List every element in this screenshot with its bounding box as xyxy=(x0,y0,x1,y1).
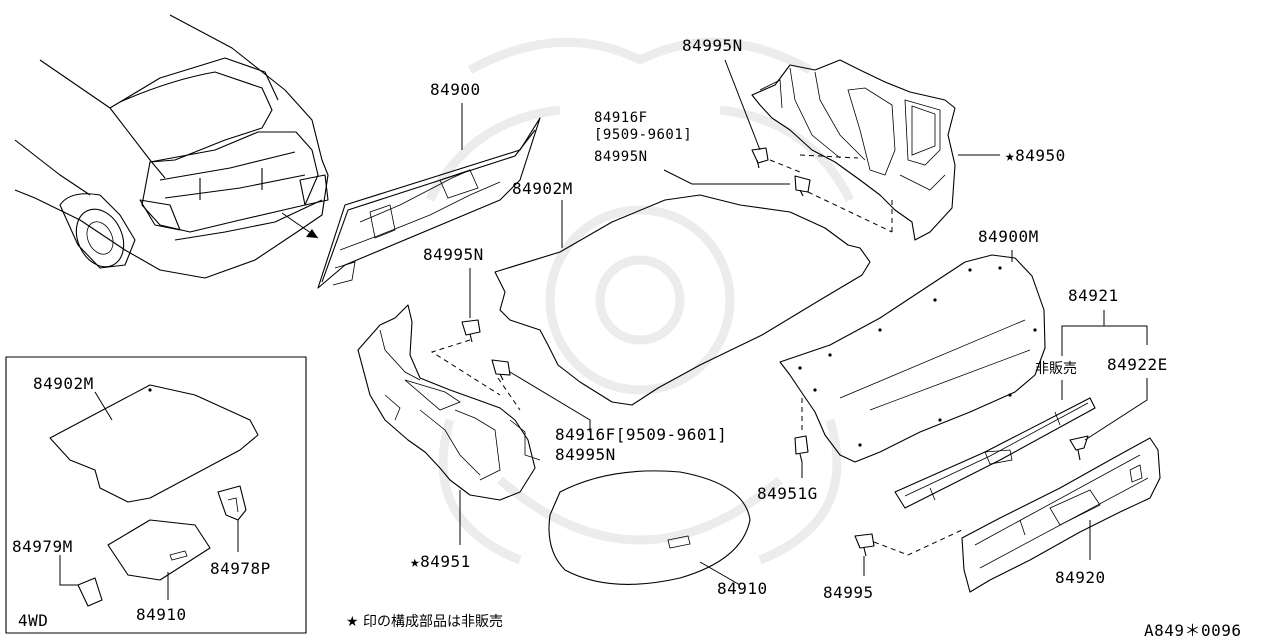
inset-label-84902m: 84902M xyxy=(33,374,94,393)
part-84910-cover xyxy=(548,470,751,585)
diagram-code: A849＊0096 xyxy=(1144,621,1242,638)
footer-note: ★ 印の構成部品は非販売 xyxy=(346,614,503,630)
label-84920: 84920 xyxy=(1055,568,1106,587)
label-84916f-top: 84916F xyxy=(594,110,648,126)
inset-4wd xyxy=(5,356,307,634)
label-not-for-sale: 非販売 xyxy=(1035,361,1077,377)
label-84995: 84995 xyxy=(823,583,874,602)
part-84950-side-trim xyxy=(751,59,956,241)
part-84900-shelf xyxy=(317,117,541,289)
inset-label-84978p: 84978P xyxy=(210,559,271,578)
part-84900m-lid-trim xyxy=(779,254,1046,463)
label-84950: ★84950 xyxy=(1005,146,1066,165)
label-84995n-low: 84995N xyxy=(555,445,616,464)
clip-84995n-top xyxy=(751,147,769,169)
inset-label-84910: 84910 xyxy=(136,605,187,624)
clip-84922e xyxy=(1069,435,1089,461)
part-84920-rear-trim xyxy=(961,437,1161,593)
label-84995n-left: 84995N xyxy=(423,245,484,264)
label-84995n-top: 84995N xyxy=(682,36,743,55)
clip-84995n-left xyxy=(461,319,481,343)
inset-label-84979m: 84979M xyxy=(12,537,73,556)
label-84900: 84900 xyxy=(430,80,481,99)
part-84921-finisher xyxy=(894,397,1096,509)
clip-84916f-top xyxy=(794,175,811,197)
label-84951g: 84951G xyxy=(757,484,818,503)
label-84916f-top-range: [9509-9601] xyxy=(594,127,692,143)
car-rear-illustration xyxy=(14,14,329,279)
label-84910: 84910 xyxy=(717,579,768,598)
label-84902m: 84902M xyxy=(512,179,573,198)
label-84921: 84921 xyxy=(1068,286,1119,305)
label-84995n-mid: 84995N xyxy=(594,149,648,165)
part-84902m-mat xyxy=(494,194,871,406)
part-84951-side-trim xyxy=(357,304,541,501)
label-84922e: 84922E xyxy=(1107,355,1168,374)
label-84951: ★84951 xyxy=(410,552,471,571)
clip-84995 xyxy=(854,533,875,557)
clip-84951g xyxy=(794,435,809,463)
clip-84916f-low xyxy=(491,359,511,381)
inset-label-4wd: 4WD xyxy=(18,611,48,630)
label-84916f-low: 84916F[9509-9601] xyxy=(555,425,727,444)
label-84900m: 84900M xyxy=(978,227,1039,246)
